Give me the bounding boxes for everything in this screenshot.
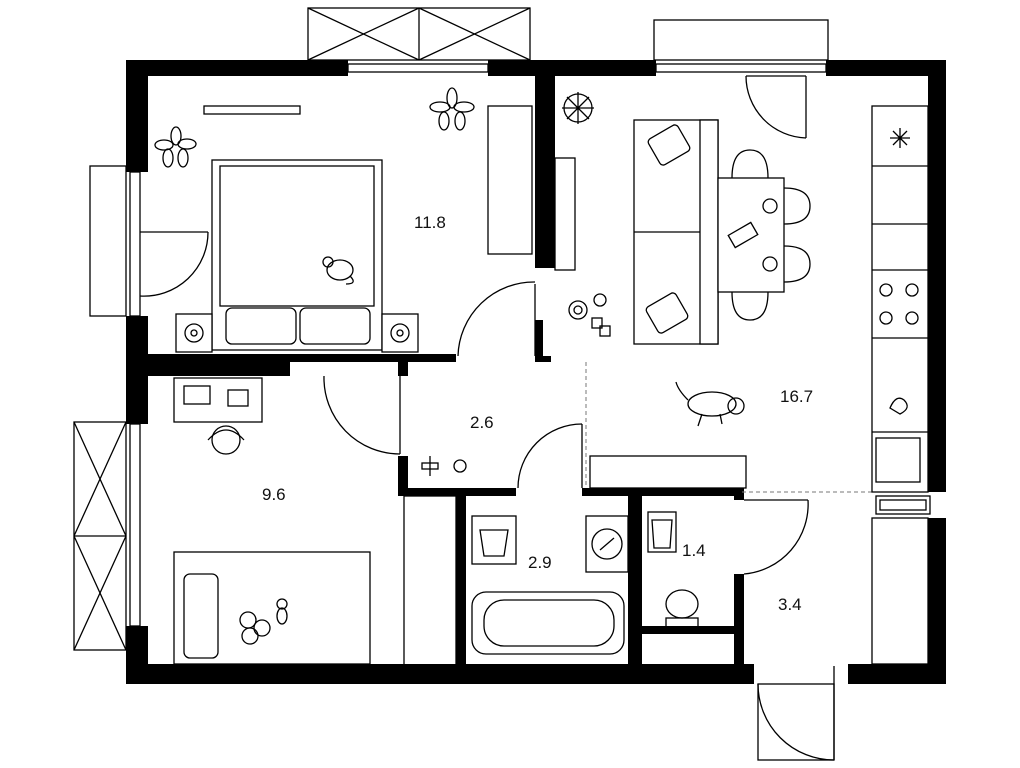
hall-area: 2.6 xyxy=(470,413,494,432)
outer-walls xyxy=(126,60,946,684)
entrance-area: 3.4 xyxy=(778,595,802,614)
windows xyxy=(129,63,827,627)
living-kitchen-furniture xyxy=(554,92,931,665)
kids-room-area: 9.6 xyxy=(262,485,286,504)
living-kitchen-area: 16.7 xyxy=(780,387,813,406)
interior-walls xyxy=(148,76,744,670)
doors xyxy=(139,75,835,761)
bathroom-area: 2.9 xyxy=(528,553,552,572)
bathroom-fixtures xyxy=(471,511,699,655)
bedroom-furniture xyxy=(154,87,533,353)
toilet-area: 1.4 xyxy=(682,541,706,560)
bedroom-area: 11.8 xyxy=(414,213,446,232)
balconies xyxy=(73,7,829,651)
kids-room-furniture xyxy=(173,377,457,667)
hall-furniture xyxy=(421,456,467,476)
